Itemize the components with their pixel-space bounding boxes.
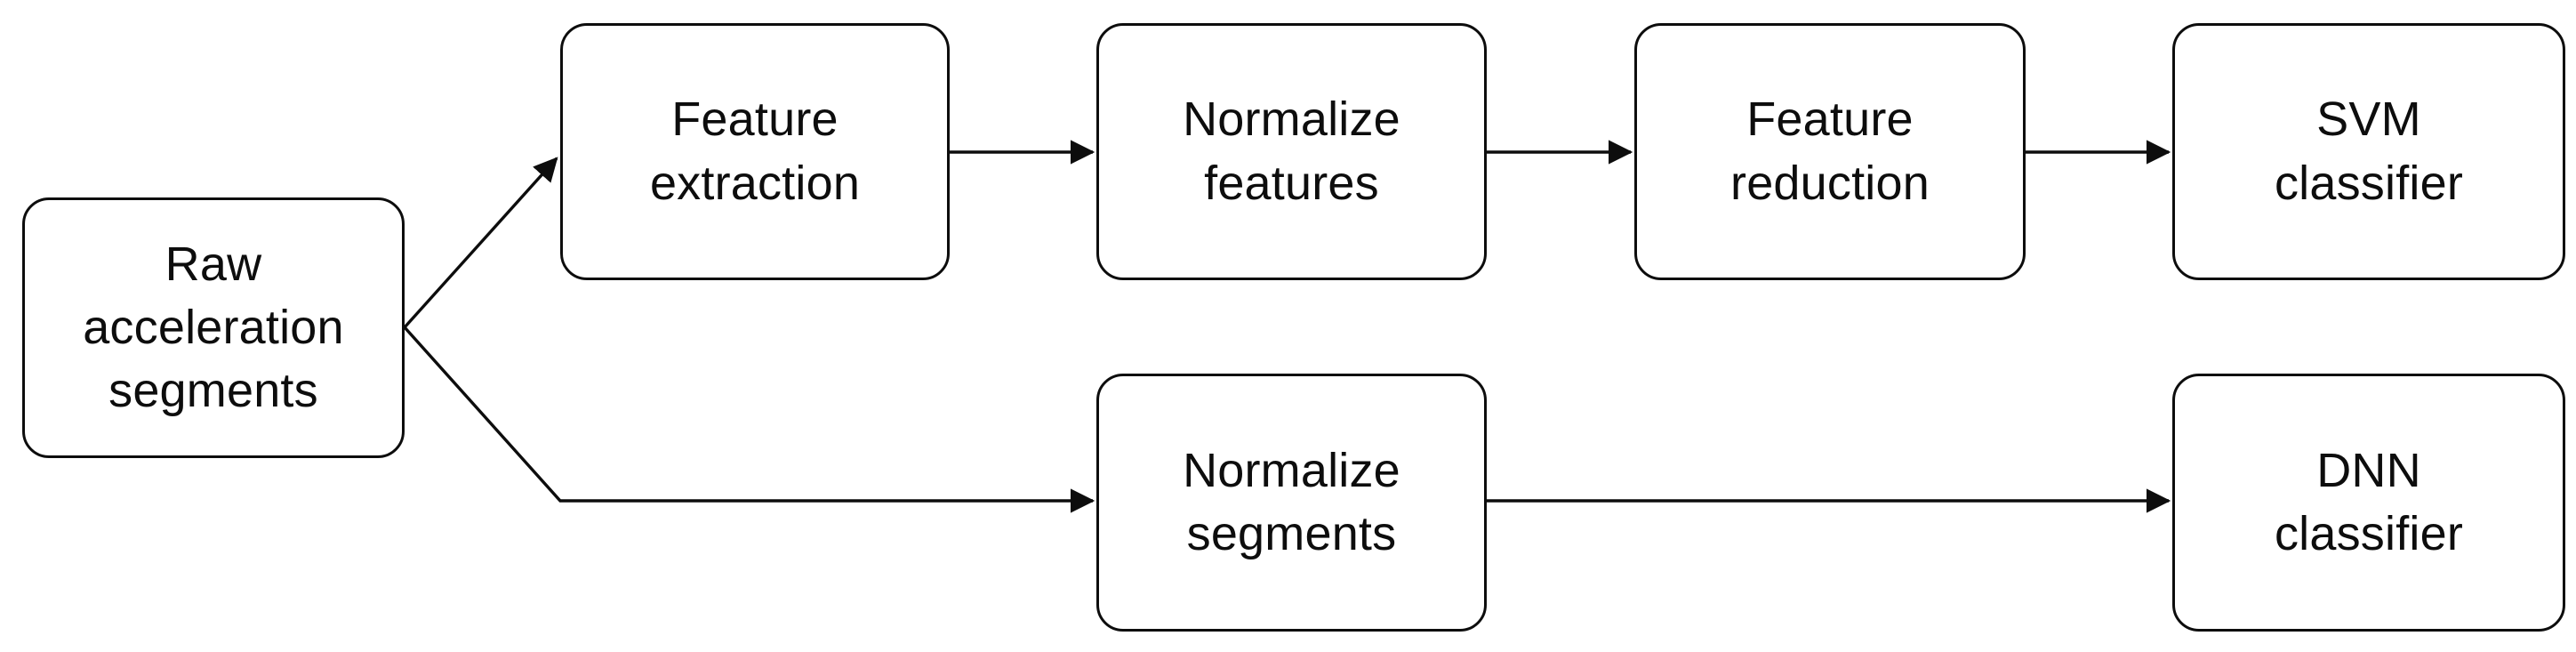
node-feature-extraction[interactable]: Feature extraction [560, 23, 950, 280]
node-label-normalize-segments: Normalize segments [1183, 443, 1400, 560]
node-normalize-segments[interactable]: Normalize segments [1096, 374, 1487, 632]
node-raw-acceleration-segments[interactable]: Raw acceleration segments [22, 197, 405, 458]
node-label-normalize-features: Normalize features [1183, 93, 1400, 210]
node-feature-reduction[interactable]: Feature reduction [1634, 23, 2026, 280]
node-label-feature-reduction: Feature reduction [1730, 93, 1930, 210]
node-label-feature-extraction: Feature extraction [649, 93, 861, 210]
edge-raw-to-feature-extraction [403, 157, 558, 329]
node-normalize-features[interactable]: Normalize features [1096, 23, 1487, 280]
node-dnn-classifier[interactable]: DNN classifier [2172, 374, 2565, 632]
node-svm-classifier[interactable]: SVM classifier [2172, 23, 2565, 280]
node-label-svm-classifier: SVM classifier [2274, 93, 2464, 210]
node-label-dnn-classifier: DNN classifier [2274, 443, 2464, 560]
edge-raw-to-normalize-segments [403, 326, 1095, 513]
node-label-raw-acceleration-segments: Raw acceleration segments [83, 237, 344, 418]
